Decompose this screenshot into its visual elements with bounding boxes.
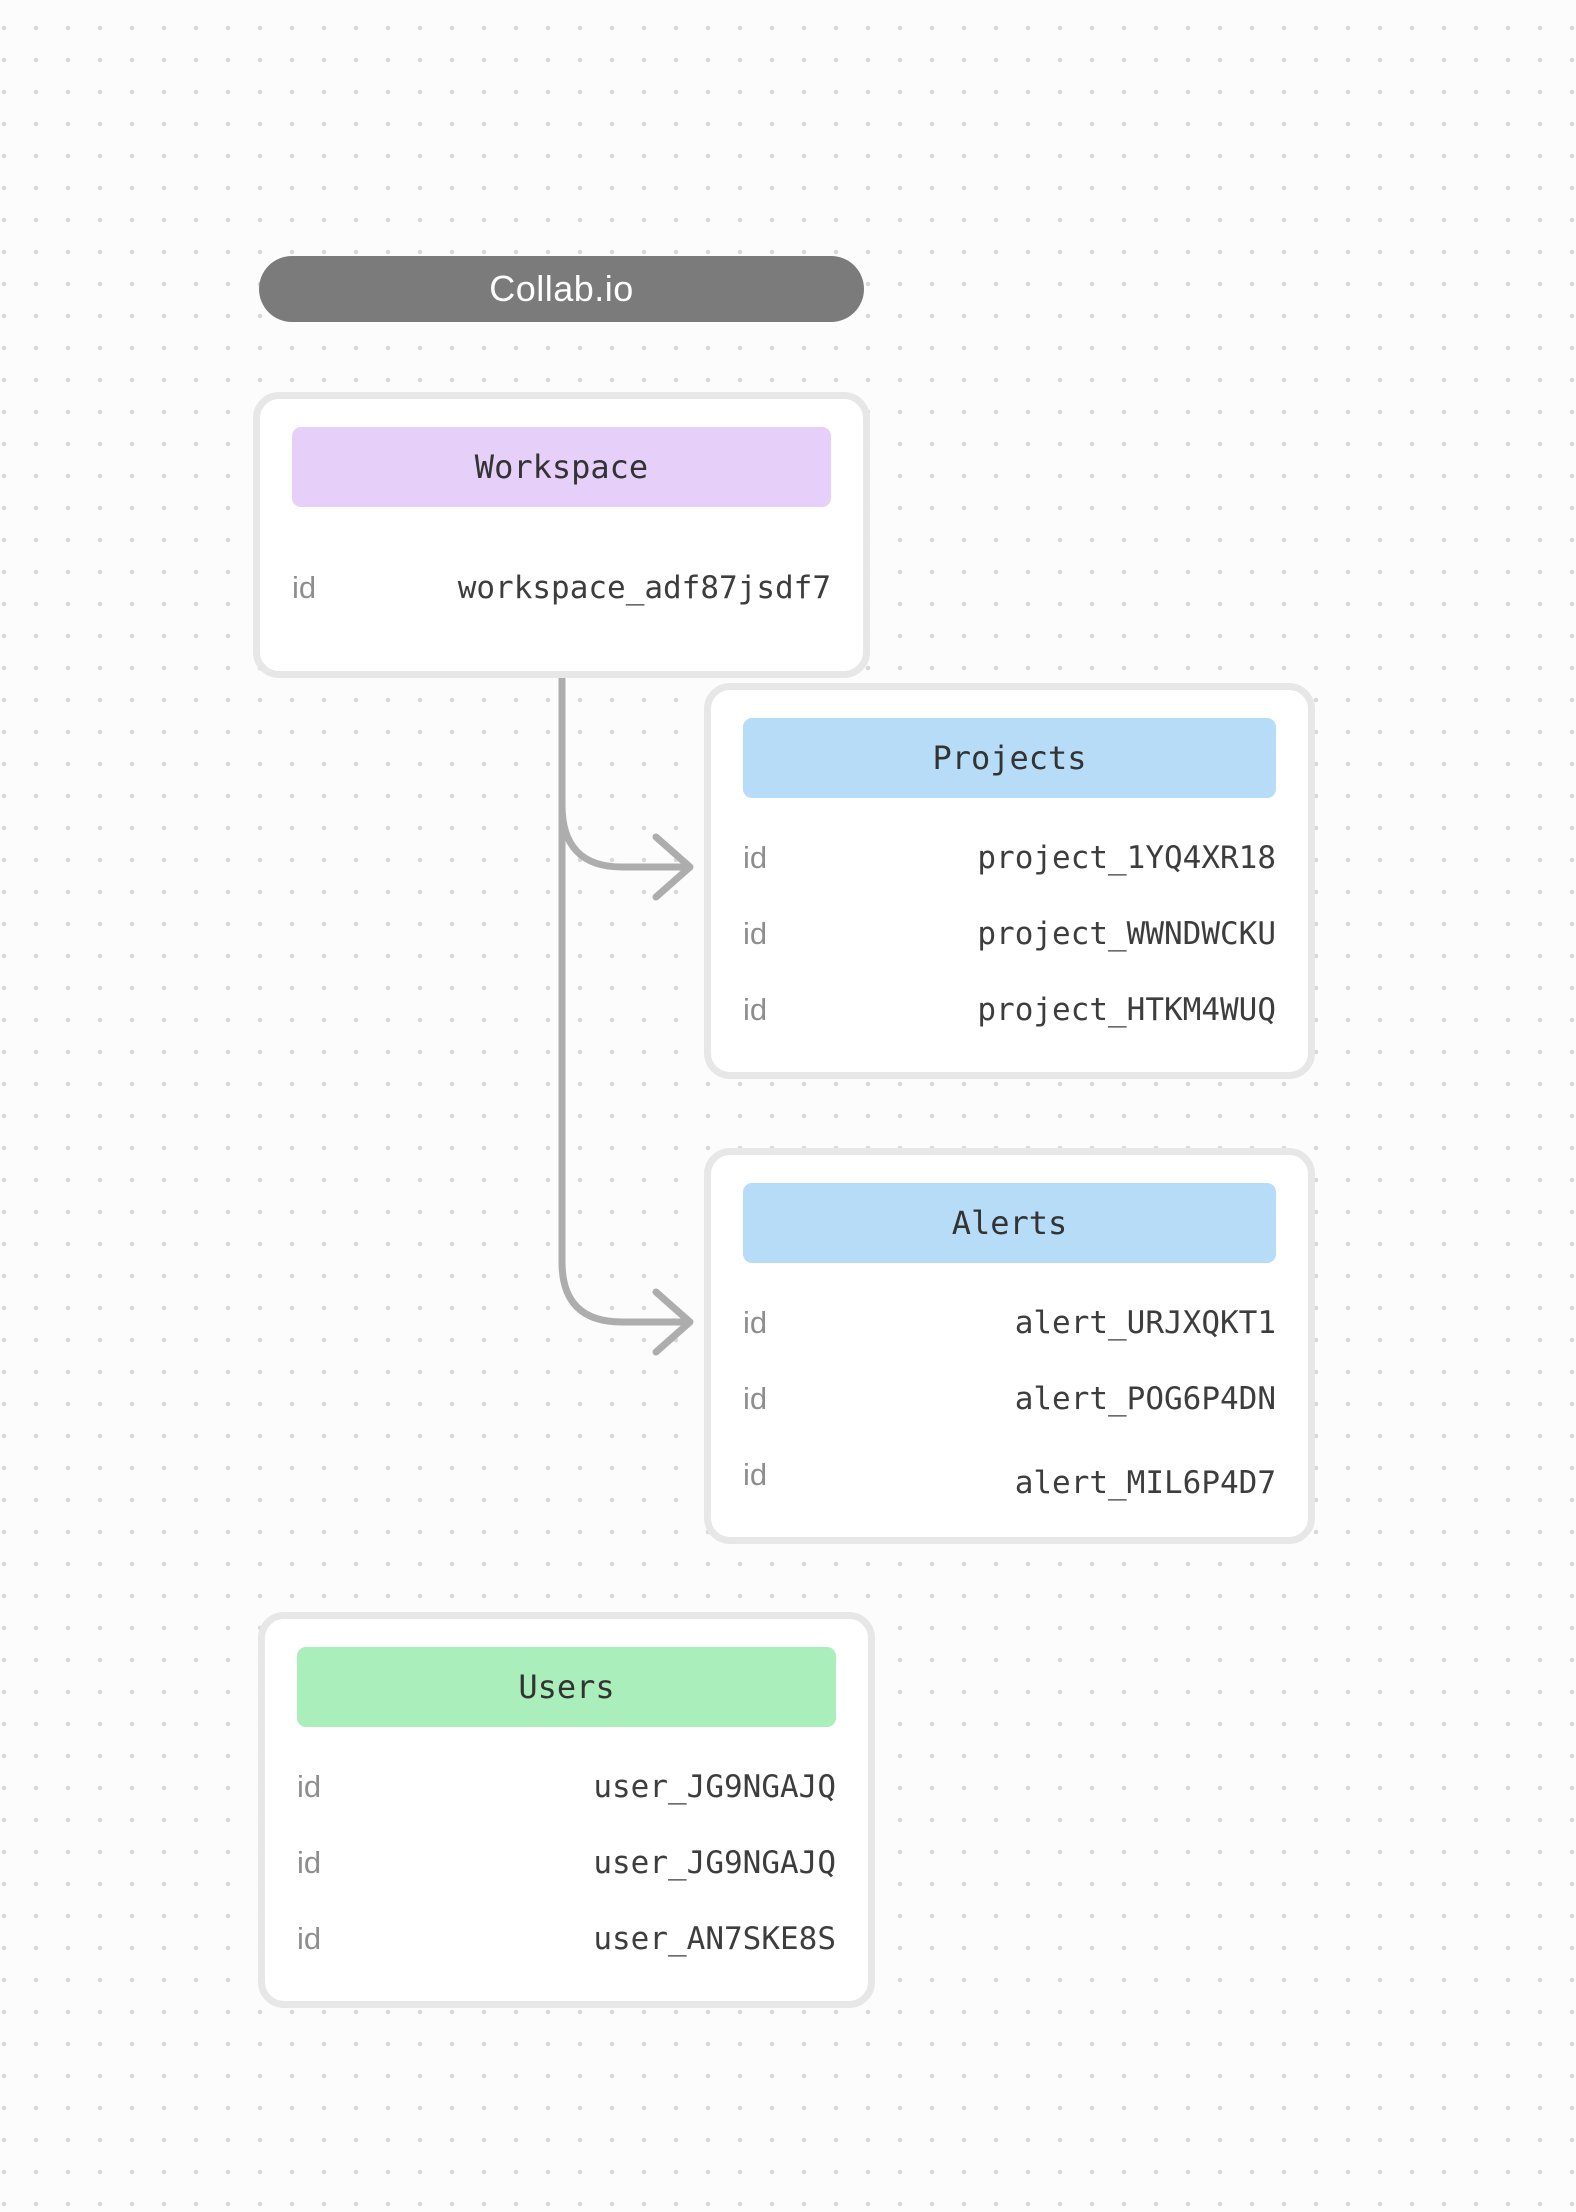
field-row: id project_HTKM4WUQ [743, 972, 1276, 1048]
field-row: id user_JG9NGAJQ [297, 1749, 836, 1825]
entity-card-users[interactable]: Users id user_JG9NGAJQ id user_JG9NGAJQ … [258, 1612, 875, 2008]
field-value: alert_MIL6P4D7 [1014, 1465, 1276, 1501]
field-key: id [743, 1457, 768, 1492]
field-key: id [297, 1845, 322, 1880]
field-row: id project_1YQ4XR18 [743, 820, 1276, 896]
entity-title: Users [518, 1668, 615, 1706]
arrowhead-icon [652, 833, 694, 901]
entity-card-alerts[interactable]: Alerts id alert_URJXQKT1 id alert_POG6P4… [704, 1148, 1315, 1544]
field-value: user_JG9NGAJQ [593, 1845, 836, 1881]
field-value: alert_POG6P4DN [1014, 1381, 1276, 1417]
edge-workspace-alerts [558, 675, 690, 1326]
field-key: id [743, 840, 768, 875]
field-row: id alert_URJXQKT1 [743, 1285, 1276, 1361]
entity-rows: id user_JG9NGAJQ id user_JG9NGAJQ id use… [297, 1749, 836, 1977]
field-row: id workspace_adf87jsdf7 [292, 550, 831, 626]
entity-rows: id alert_URJXQKT1 id alert_POG6P4DN id a… [743, 1285, 1276, 1513]
edge-workspace-projects [558, 801, 690, 871]
field-key: id [292, 570, 317, 605]
entity-header-alerts: Alerts [743, 1183, 1276, 1263]
field-value: project_HTKM4WUQ [977, 992, 1276, 1028]
field-key: id [743, 992, 768, 1027]
field-key: id [743, 1381, 768, 1416]
entity-card-workspace[interactable]: Workspace id workspace_adf87jsdf7 [253, 392, 870, 678]
field-value: user_AN7SKE8S [593, 1921, 836, 1957]
entity-title: Projects [932, 739, 1087, 777]
entity-card-projects[interactable]: Projects id project_1YQ4XR18 id project_… [704, 683, 1315, 1079]
field-row: id alert_MIL6P4D7 [743, 1437, 1276, 1513]
entity-rows: id workspace_adf87jsdf7 [292, 529, 831, 647]
field-row: id project_WWNDWCKU [743, 896, 1276, 972]
field-row: id alert_POG6P4DN [743, 1361, 1276, 1437]
entity-title: Workspace [474, 448, 649, 486]
field-row: id user_AN7SKE8S [297, 1901, 836, 1977]
field-key: id [297, 1921, 322, 1956]
field-row: id user_JG9NGAJQ [297, 1825, 836, 1901]
field-value: user_JG9NGAJQ [593, 1769, 836, 1805]
entity-header-workspace: Workspace [292, 427, 831, 507]
field-key: id [743, 1305, 768, 1340]
field-key: id [743, 916, 768, 951]
entity-header-users: Users [297, 1647, 836, 1727]
title-pill-label: Collab.io [489, 268, 634, 309]
entity-header-projects: Projects [743, 718, 1276, 798]
entity-rows: id project_1YQ4XR18 id project_WWNDWCKU … [743, 820, 1276, 1048]
field-value: project_1YQ4XR18 [977, 840, 1276, 876]
field-value: project_WWNDWCKU [977, 916, 1276, 952]
field-key: id [297, 1769, 322, 1804]
arrowhead-icon [652, 1288, 694, 1356]
title-pill[interactable]: Collab.io [259, 256, 864, 322]
entity-title: Alerts [951, 1204, 1068, 1242]
field-value: alert_URJXQKT1 [1014, 1305, 1276, 1341]
field-value: workspace_adf87jsdf7 [457, 570, 831, 606]
